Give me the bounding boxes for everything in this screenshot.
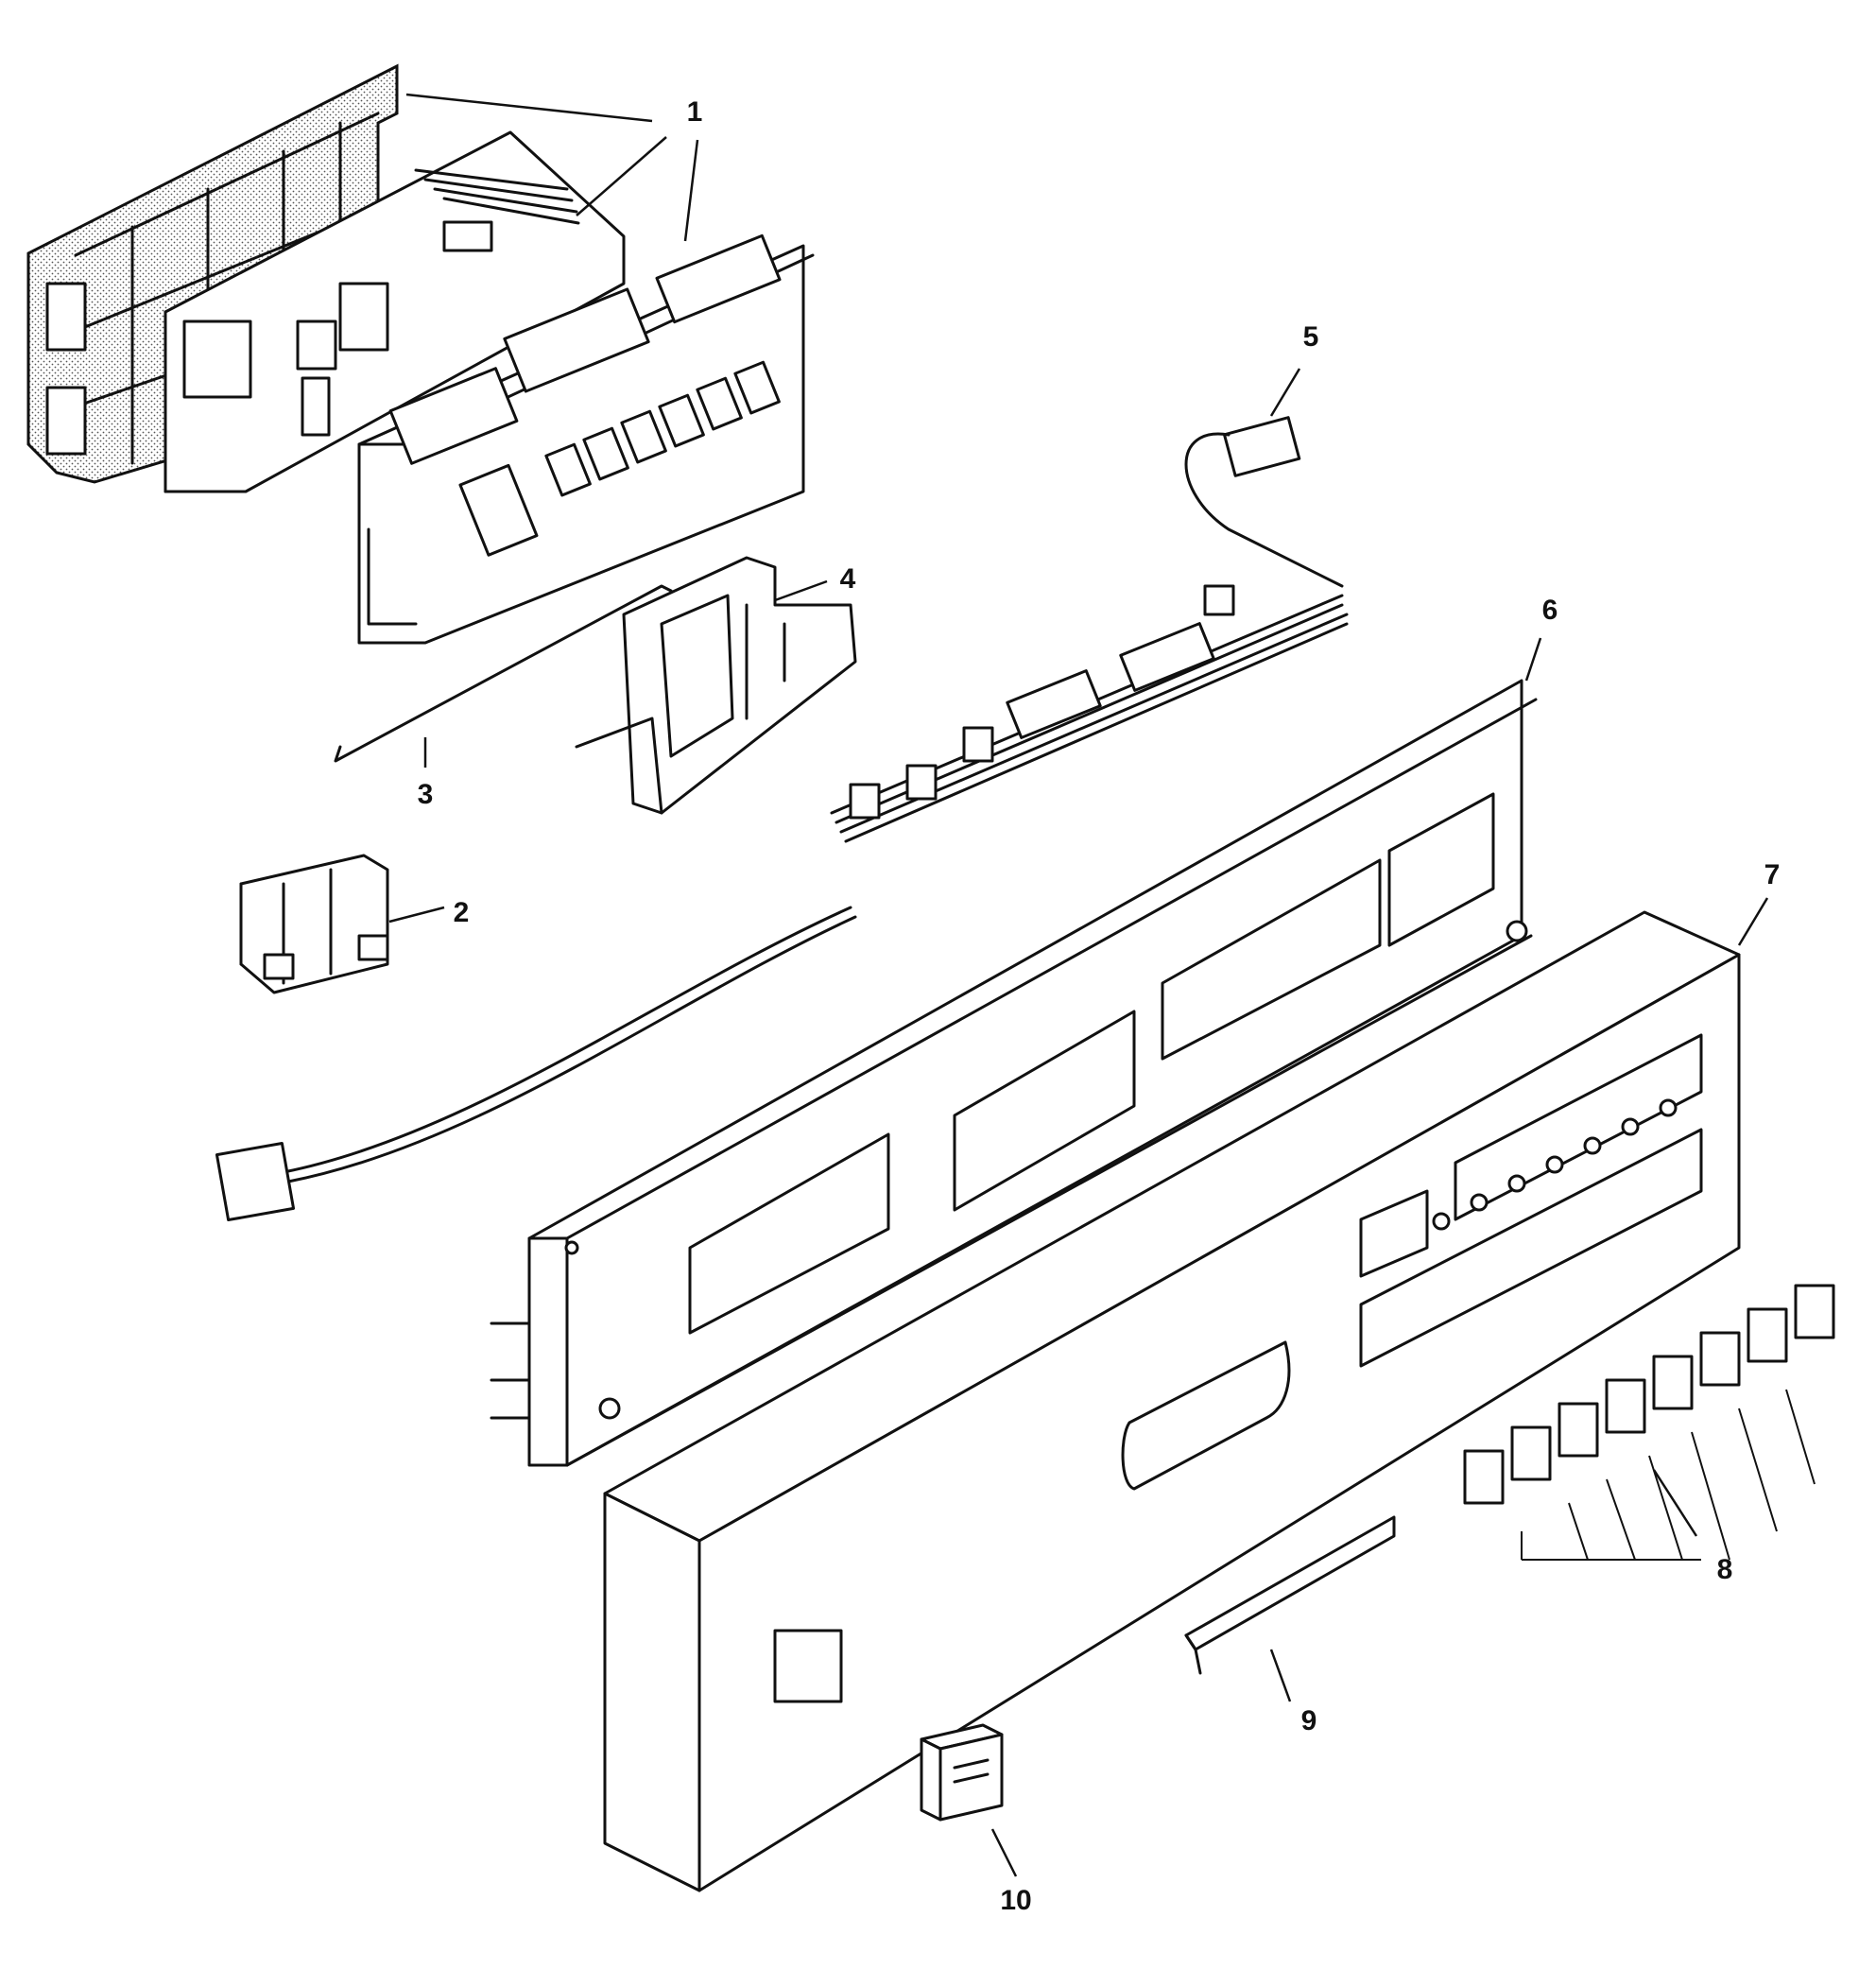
callout-6: 6	[1542, 595, 1558, 626]
callout-3: 3	[418, 779, 434, 810]
mounting-frame	[490, 679, 1538, 1467]
control-panel	[603, 910, 1741, 1892]
wire-rod	[334, 584, 673, 763]
push-button-row	[1463, 1284, 1835, 1561]
callout-9: 9	[1301, 1705, 1317, 1736]
callout-2: 2	[454, 897, 470, 928]
circuit-board	[164, 130, 626, 493]
callout-labels: 1 2 3 4 5 6 7 8 9 10	[418, 96, 1781, 1916]
callout-10: 10	[1000, 1885, 1031, 1916]
knob-cube	[920, 1723, 1004, 1822]
callout-5: 5	[1303, 321, 1319, 353]
bracket-assembly	[575, 556, 857, 815]
callout-4: 4	[840, 563, 856, 595]
handle-strip	[1184, 1515, 1396, 1675]
leader-lines	[388, 93, 1769, 1877]
callout-8: 8	[1717, 1554, 1733, 1585]
wiring-harness	[215, 416, 1349, 1222]
control-module	[357, 233, 815, 645]
callout-7: 7	[1764, 859, 1781, 890]
callout-1: 1	[687, 96, 703, 128]
switch-component	[239, 854, 389, 994]
